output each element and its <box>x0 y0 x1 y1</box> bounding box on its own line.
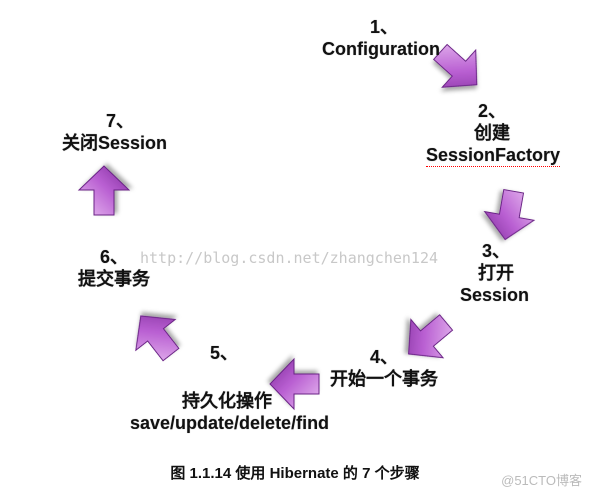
step-4-text: 开始一个事务 <box>330 369 438 389</box>
step-1-number: 1、 <box>370 17 399 37</box>
step-7-text: 关闭Session <box>62 133 168 153</box>
step-3-text-2: Session <box>460 285 530 305</box>
step-4-number: 4、 <box>370 347 399 367</box>
arrow-2-to-3 <box>480 186 539 245</box>
step-4-label: 4、 开始一个事务 <box>330 346 438 390</box>
step-2-text-2: SessionFactory <box>426 145 561 167</box>
step-2-label: 2、 创建 SessionFactory <box>426 100 561 167</box>
step-5-text-2: save/update/delete/find <box>130 413 330 433</box>
watermark: http://blog.csdn.net/zhangchen124 <box>140 249 439 267</box>
step-5-number: 5、 <box>210 343 239 363</box>
step-2-text-1: 创建 <box>474 123 510 143</box>
step-1-text: Configuration <box>322 39 440 59</box>
step-3-text-1: 打开 <box>478 263 514 283</box>
step-1-label: 1、 Configuration <box>322 16 440 60</box>
step-7-number: 7、 <box>106 111 135 131</box>
step-7-label: 7、 关闭Session <box>62 110 167 154</box>
step-2-number: 2、 <box>478 101 507 121</box>
step-5-label: 5、 持久化操作 save/update/delete/find <box>130 342 329 434</box>
corner-watermark: @51CTO博客 <box>501 473 582 488</box>
step-5-text-1: 持久化操作 <box>182 391 272 411</box>
step-3-number: 3、 <box>482 241 511 261</box>
step-6-number: 6、 <box>100 247 129 267</box>
arrow-6-to-7 <box>78 165 130 216</box>
step-6-label: 6、 提交事务 <box>78 246 150 290</box>
figure-caption: 图 1.1.14 使用 Hibernate 的 7 个步骤 <box>170 465 420 482</box>
step-3-label: 3、 打开 Session <box>460 240 529 306</box>
step-6-text: 提交事务 <box>78 269 150 289</box>
